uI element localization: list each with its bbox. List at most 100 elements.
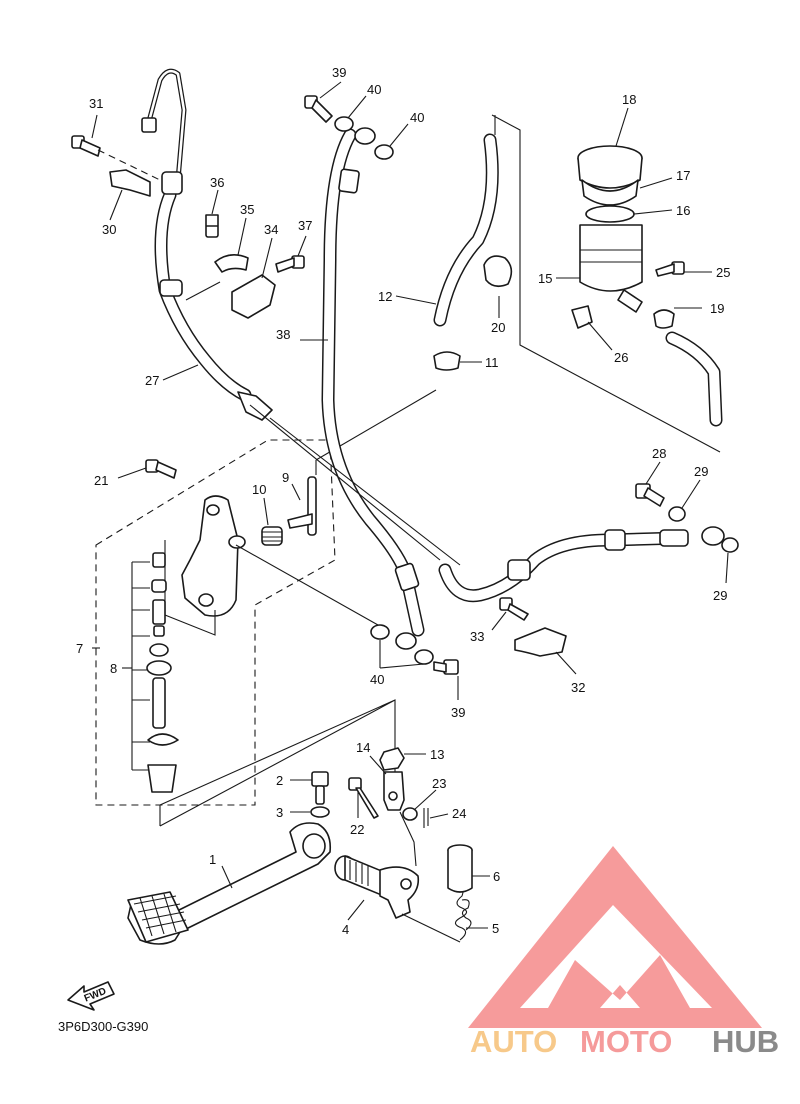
callout-32: 32 <box>571 680 585 695</box>
callout-5: 5 <box>492 921 499 936</box>
leader-29-a <box>681 479 701 509</box>
callout-29-b: 29 <box>713 588 727 603</box>
pipe-27-top-inner <box>146 69 186 182</box>
callout-34: 34 <box>264 222 278 237</box>
hose-12-inner <box>435 135 498 325</box>
callout-10: 10 <box>252 482 266 497</box>
leader-27 <box>162 364 199 381</box>
leader-28 <box>645 461 661 485</box>
leader-40-bottom <box>379 640 425 669</box>
shaft-4 <box>334 855 420 919</box>
callout-39-top: 39 <box>332 65 346 80</box>
leader-40-top-b <box>389 123 409 147</box>
bracket-32 <box>514 627 567 657</box>
bracket-30 <box>109 169 151 197</box>
callout-37: 37 <box>298 218 312 233</box>
bolt-39-top <box>304 95 333 123</box>
hose-38-fitting-top <box>338 168 360 194</box>
group-frame-7 <box>95 439 336 806</box>
callout-30: 30 <box>102 222 116 237</box>
clip-11 <box>433 351 461 371</box>
clamp-35 <box>214 254 249 273</box>
leader-14 <box>369 755 387 775</box>
hose-lower-fitting-c <box>659 529 689 547</box>
callout-26: 26 <box>614 350 628 365</box>
callout-13: 13 <box>430 747 444 762</box>
hose-38-banjo-top <box>354 127 376 145</box>
leader-1 <box>221 865 233 889</box>
callout-19: 19 <box>710 301 724 316</box>
callout-7: 7 <box>76 641 83 656</box>
spring-5 <box>454 888 472 941</box>
pin-22 <box>348 777 379 819</box>
callout-24: 24 <box>452 806 466 821</box>
nut-26 <box>571 305 593 329</box>
reservoir-diaphragm-16 <box>585 205 635 223</box>
watermark-word-moto: MOTO <box>580 1024 672 1059</box>
bracket-8 <box>131 561 150 771</box>
leader-33 <box>491 611 507 631</box>
callout-17: 17 <box>676 168 690 183</box>
watermark-text: AUTO MOTO HUB <box>470 1024 779 1059</box>
piston-stack <box>146 552 179 793</box>
pin-9 <box>287 476 317 536</box>
leader-32 <box>555 651 577 675</box>
callout-23: 23 <box>432 776 446 791</box>
washer-29-a <box>668 506 686 522</box>
callout-15: 15 <box>538 271 552 286</box>
brake-pedal-1 <box>127 822 332 945</box>
leader-29-b <box>725 552 729 584</box>
callout-40-top-a: 40 <box>367 82 381 97</box>
link-4-14 <box>399 811 417 867</box>
washer-40-bottom-a <box>370 624 390 640</box>
callout-33: 33 <box>470 629 484 644</box>
body-leader-box <box>164 540 216 636</box>
bolt-21 <box>145 459 177 479</box>
callout-20: 20 <box>491 320 505 335</box>
washer-3 <box>310 806 330 818</box>
cotter-24 <box>423 808 429 828</box>
collar-6 <box>447 844 473 893</box>
callout-16: 16 <box>676 203 690 218</box>
leader-23 <box>413 789 437 811</box>
callout-27: 27 <box>145 373 159 388</box>
hose-38-fitting-bottom <box>394 562 420 592</box>
leader-36 <box>211 189 219 215</box>
leader-10 <box>263 497 269 526</box>
leader-24 <box>429 813 449 819</box>
washer-40-bottom-b <box>414 649 434 665</box>
bolt-39-bottom <box>433 659 459 675</box>
washer-23 <box>402 807 418 821</box>
callout-22: 22 <box>350 822 364 837</box>
watermark-word-hub: HUB <box>712 1024 779 1059</box>
dash-34 <box>185 281 221 301</box>
pipe-27-nut <box>141 117 157 133</box>
hose-lower-fitting-a <box>507 559 531 581</box>
callout-35: 35 <box>240 202 254 217</box>
diagram-code: 3P6D300-G390 <box>58 1019 148 1034</box>
callout-28: 28 <box>652 446 666 461</box>
leader-35 <box>237 217 247 256</box>
watermark-word-auto: AUTO <box>470 1024 557 1059</box>
hose-38 <box>321 128 425 637</box>
hose-reservoir-inner <box>667 333 721 425</box>
callout-4: 4 <box>342 922 349 937</box>
reservoir-plate-17 <box>581 179 639 206</box>
nut-13 <box>379 747 405 771</box>
hose-lower-banjo <box>701 526 725 546</box>
callout-3: 3 <box>276 805 283 820</box>
callout-21: 21 <box>94 473 108 488</box>
callout-36: 36 <box>210 175 224 190</box>
callout-1: 1 <box>209 852 216 867</box>
line-5 <box>401 913 461 943</box>
leader-30 <box>109 189 123 221</box>
watermark-logo <box>468 846 762 1028</box>
bolt-2 <box>311 771 329 805</box>
washer-40-top-a <box>334 116 354 132</box>
bolt-28 <box>635 483 665 507</box>
bracket-34 <box>231 274 276 319</box>
callout-38: 38 <box>276 327 290 342</box>
hose-38-banjo-bottom <box>395 632 417 650</box>
leader-31 <box>91 114 98 139</box>
spring-10 <box>261 526 283 546</box>
